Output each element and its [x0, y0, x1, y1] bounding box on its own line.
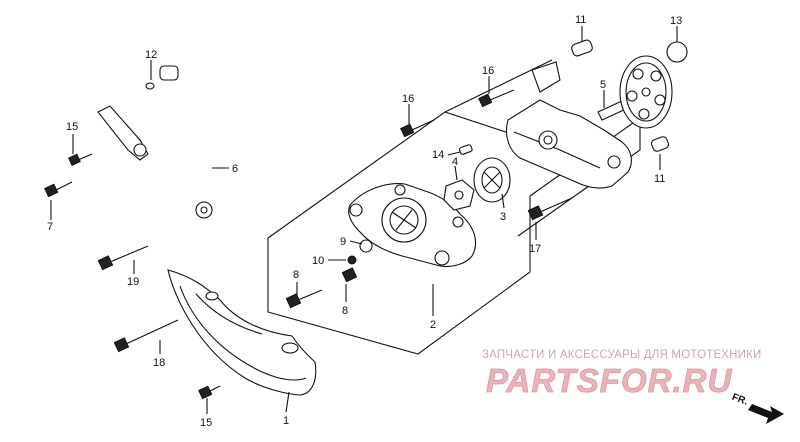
- callout-6: 6: [232, 163, 238, 175]
- callout-14: 14: [432, 149, 444, 161]
- o-ring: [666, 41, 688, 63]
- callout-15a: 15: [66, 121, 78, 133]
- callout-2: 2: [430, 319, 436, 331]
- callout-labels: 1 2 3 4 5 6 7 8 8 9 10 11 11 12 13 14 15…: [47, 14, 682, 429]
- callout-10: 10: [312, 255, 324, 267]
- callout-4: 4: [452, 156, 458, 168]
- callout-16b: 16: [482, 65, 494, 77]
- front-direction-indicator: FR.: [730, 392, 784, 424]
- callout-13: 13: [670, 15, 682, 27]
- callout-16a: 16: [402, 93, 414, 105]
- pin: [459, 144, 473, 155]
- oil-pipe: [97, 65, 213, 238]
- callout-15b: 15: [200, 417, 212, 429]
- watermark: ЗАПЧАСТИ И АКСЕССУАРЫ ДЛЯ МОТОТЕХНИКИ PA…: [482, 349, 762, 399]
- callout-7: 7: [47, 221, 53, 233]
- leader-lines: [50, 26, 678, 414]
- callout-3: 3: [500, 211, 506, 223]
- arrow-forward-icon: [748, 404, 784, 424]
- watermark-subtitle: ЗАПЧАСТИ И АКСЕССУАРЫ ДЛЯ МОТОТЕХНИКИ: [482, 349, 762, 361]
- outer-rotor: [473, 157, 511, 203]
- callout-8a: 8: [293, 269, 299, 281]
- callout-12: 12: [145, 49, 157, 61]
- inner-rotor: [443, 179, 475, 211]
- pump-body: [348, 183, 477, 268]
- callout-11b: 11: [654, 173, 665, 185]
- callout-5: 5: [600, 79, 606, 91]
- callout-8b: 8: [342, 305, 348, 317]
- dowel-pins: [571, 39, 669, 152]
- cover-plate: [167, 269, 317, 396]
- direction-label: FR.: [730, 392, 749, 408]
- callout-17: 17: [529, 243, 541, 255]
- driven-gear: [619, 55, 673, 129]
- callout-18: 18: [153, 357, 165, 369]
- callout-19: 19: [127, 276, 139, 288]
- callout-11a: 11: [575, 14, 586, 26]
- watermark-logo: PARTSFOR.RU: [486, 362, 732, 399]
- pump-housing: [505, 61, 632, 189]
- bolts: [44, 82, 573, 400]
- callout-9: 9: [340, 236, 346, 248]
- callout-1: 1: [283, 415, 289, 427]
